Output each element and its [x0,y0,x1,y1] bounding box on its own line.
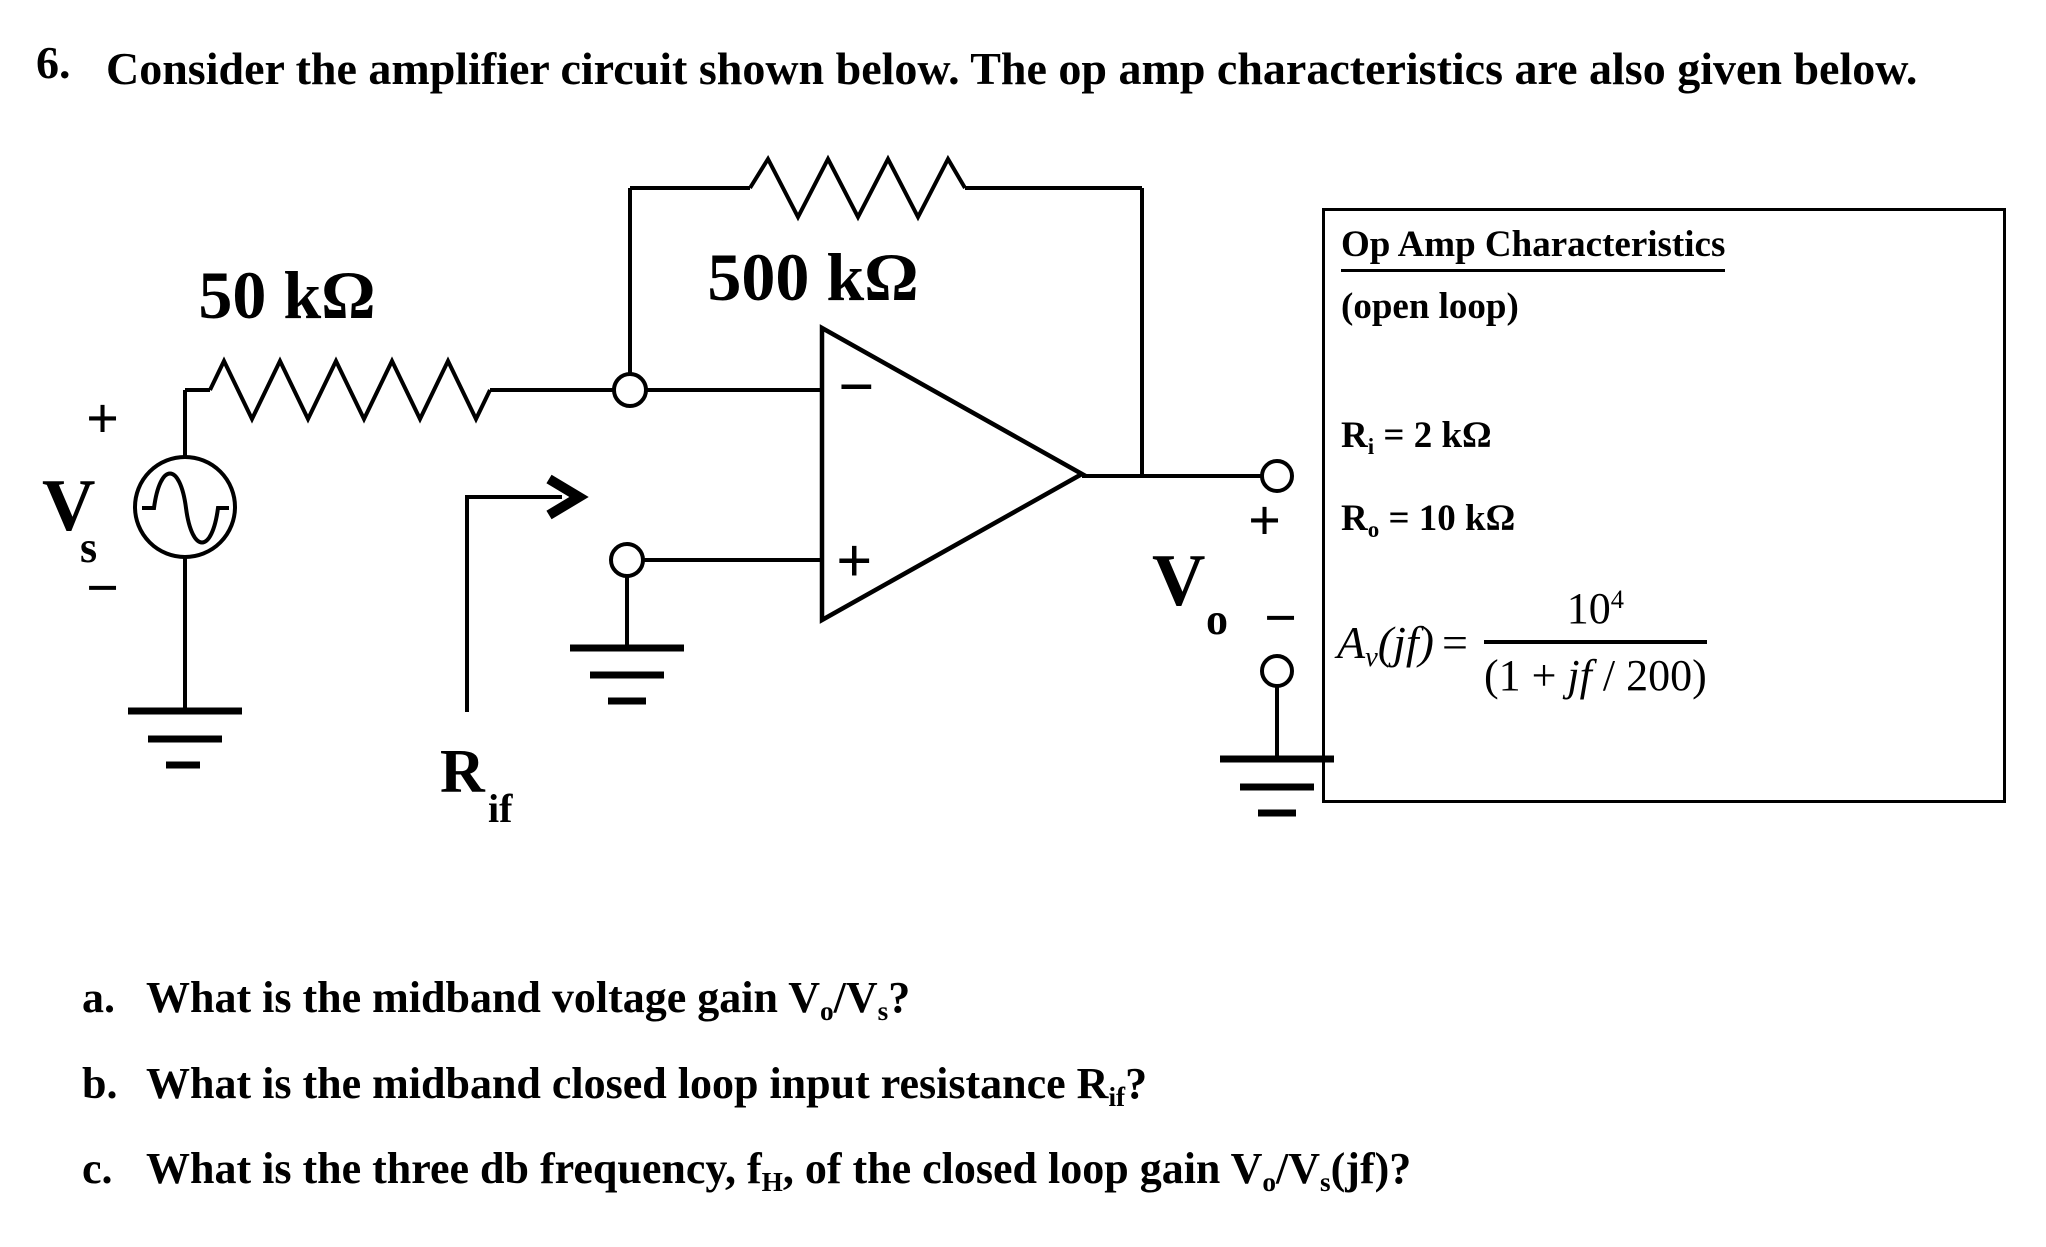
rif-arrowhead-icon [546,474,589,520]
numerator-exponent: 4 [1610,584,1624,615]
denominator-pre: (1 + [1483,651,1568,700]
question-b-label: b. [82,1059,118,1108]
opamp-characteristics-box: Op Amp Characteristics (open loop) Ri = … [1322,208,2006,803]
ro-subscript: o [1367,516,1380,542]
vout-minus-label: − [1264,585,1297,650]
question-a-label: a. [82,973,115,1022]
question-c-sub-H: H [761,1167,783,1198]
fraction-denominator: (1 + jf / 200) [1484,644,1707,701]
output-terminal-plus [1260,459,1294,493]
source-voltage-label: V [42,465,95,547]
question-b-sub-if: if [1108,1082,1126,1113]
question-c-text: What is the three db frequency, f [146,1144,762,1193]
question-b: b. What is the midband closed loop input … [82,1059,1148,1113]
sine-wave-icon [142,471,229,545]
opamp-noninverting-label: + [836,525,872,596]
feedback-resistor-symbol [748,154,967,222]
inverting-input-node [612,372,648,408]
gain-A: A [1337,616,1366,668]
gain-fraction: 104 (1 + jf / 200) [1483,583,1707,701]
problem-number: 6. [36,37,71,88]
source-plus-label: + [86,386,119,451]
output-terminal-minus [1260,654,1294,688]
gain-argument: (jf) [1377,616,1434,668]
vout-voltage-subscript: o [1206,595,1228,644]
input-resistor-symbol [208,356,492,424]
feedback-resistor-label: 500 kΩ [707,239,918,315]
input-resistance-line: Ri = 2 kΩ [1341,414,1492,459]
ri-value: = 2 kΩ [1374,415,1492,456]
rif-subscript: if [488,786,513,831]
ro-value: = 10 kΩ [1379,498,1516,539]
equals-sign: = [1441,616,1468,668]
opamp-inverting-label: − [838,351,874,422]
box-title: Op Amp Characteristics [1341,223,1726,272]
noninverting-input-node [609,542,645,578]
question-c: c.What is the three db frequency, fH, of… [82,1144,1412,1198]
source-ground-symbol [128,707,242,769]
output-ground-symbol [1220,755,1334,817]
box-subtitle: (open loop) [1341,286,1519,327]
ri-subscript: i [1367,433,1375,459]
problem-statement: 6. Consider the amplifier circuit shown … [36,36,2026,101]
ri-symbol: R [1341,415,1368,456]
fraction-numerator: 104 [1483,583,1707,644]
noninverting-ground-symbol [570,644,684,705]
question-a-sub-s: s [877,996,889,1027]
denominator-post: / 200) [1591,651,1707,700]
question-a-text: What is the midband voltage gain V [146,973,820,1022]
rif-arrow-line [465,495,562,712]
vout-voltage-label: V [1152,540,1205,622]
ro-symbol: R [1341,498,1368,539]
input-resistor-label: 50 kΩ [198,257,375,333]
open-loop-gain-formula: Av(jf) = 104 (1 + jf / 200) [1337,583,1707,701]
output-resistance-line: Ro = 10 kΩ [1341,497,1516,542]
question-b-text: What is the midband closed loop input re… [146,1059,1109,1108]
opamp-triangle [819,324,1087,624]
source-minus-label: − [86,555,119,620]
problem-text: Consider the amplifier circuit shown bel… [106,43,1918,94]
question-c-sub-o: o [1262,1167,1277,1198]
voltage-source-symbol [133,455,237,559]
source-voltage-subscript: s [80,523,97,572]
question-a: a.What is the midband voltage gain Vo/Vs… [82,973,911,1027]
question-a-sub-o: o [819,996,834,1027]
rif-label: R [440,738,486,806]
vout-plus-label: + [1248,488,1281,553]
denominator-jf: jf [1567,651,1592,700]
numerator-base: 10 [1566,584,1611,633]
gain-subscript-v: v [1365,642,1378,674]
gain-symbol: Av(jf) [1337,616,1434,674]
question-c-sub-s: s [1320,1167,1331,1198]
question-c-label: c. [82,1144,113,1193]
